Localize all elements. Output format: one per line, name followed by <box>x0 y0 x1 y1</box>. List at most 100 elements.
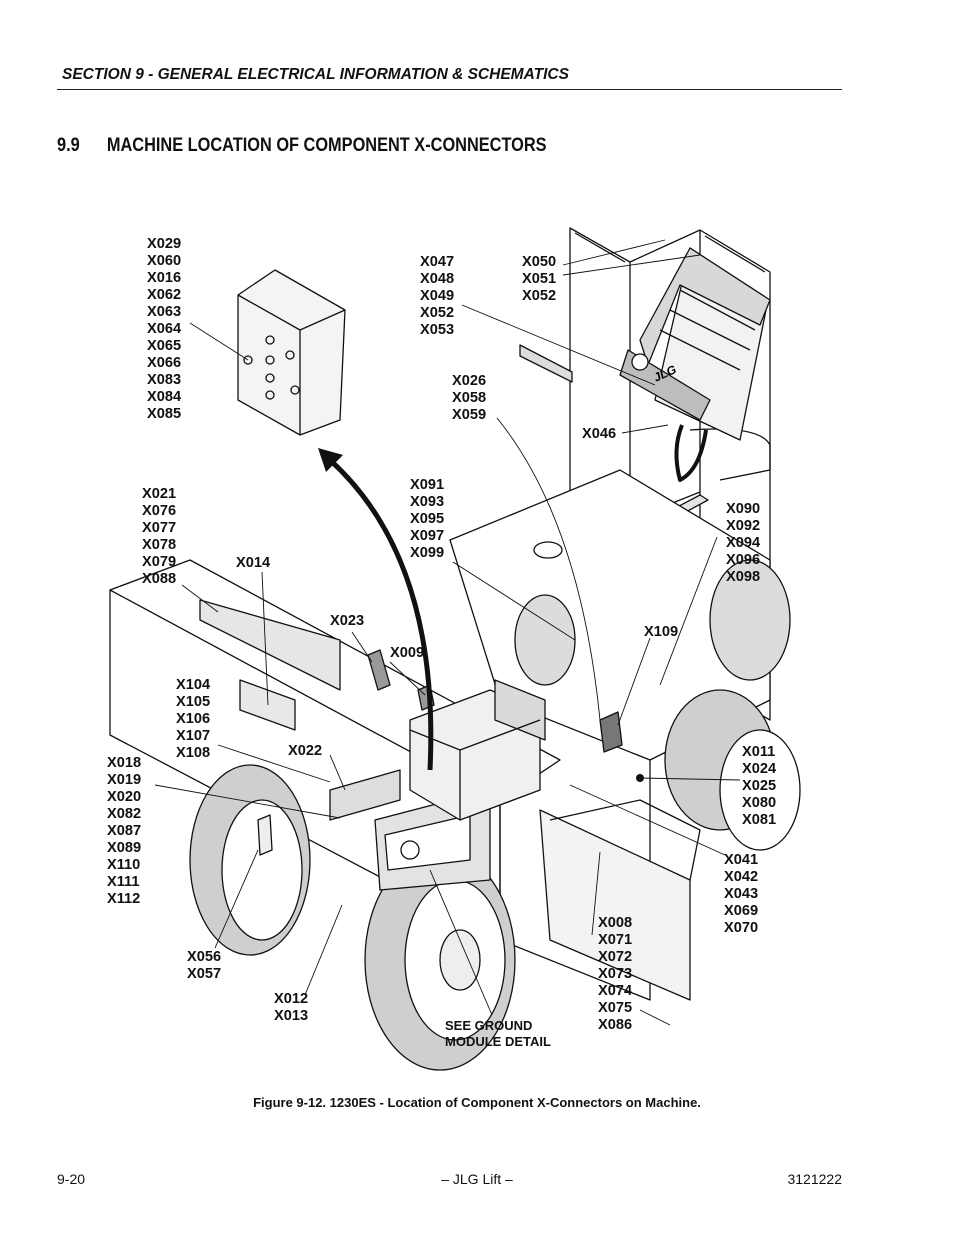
label-x014: X014 <box>236 555 270 572</box>
connector-label: X046 <box>582 426 617 442</box>
connector-label: X093 <box>410 494 445 510</box>
connector-label: X081 <box>742 812 777 828</box>
connector-label: X110 <box>107 857 141 873</box>
connector-label: X099 <box>410 545 445 561</box>
connector-label: X057 <box>187 966 222 982</box>
connector-label: X105 <box>176 694 211 710</box>
connector-label: X048 <box>420 271 455 287</box>
connector-label: X098 <box>726 569 761 585</box>
curved-arrow <box>328 458 434 771</box>
label-x046: X046 <box>582 426 616 443</box>
connector-label: X058 <box>452 390 487 406</box>
connector-label: X089 <box>107 840 142 856</box>
connector-label: X088 <box>142 571 177 587</box>
connector-label: X111 <box>107 874 140 890</box>
label-x022: X022 <box>288 743 322 760</box>
page-title: 9.9 MACHINE LOCATION OF COMPONENT X-CONNE… <box>57 135 547 157</box>
connector-label: X087 <box>107 823 142 839</box>
connector-label: X062 <box>147 287 182 303</box>
connector-label: X059 <box>452 407 487 423</box>
connector-label: X094 <box>726 535 761 551</box>
note-label: SEE GROUND <box>445 1018 533 1033</box>
connector-label: X008 <box>598 915 633 931</box>
connector-label: X074 <box>598 983 633 999</box>
page-number: 9-20 <box>57 1171 86 1187</box>
connector-label: X092 <box>726 518 761 534</box>
connector-label: X104 <box>176 677 211 693</box>
connector-label: X043 <box>724 886 759 902</box>
document-number: 3121222 <box>787 1171 842 1187</box>
connector-label: X041 <box>724 852 759 868</box>
connector-label: X112 <box>107 891 141 907</box>
connector-label: X083 <box>147 372 182 388</box>
header-rule <box>57 89 842 90</box>
connector-label: X066 <box>147 355 182 371</box>
connector-label: X079 <box>142 554 177 570</box>
connector-label: X025 <box>742 778 777 794</box>
section-title-text: MACHINE LOCATION OF COMPONENT X-CONNECTO… <box>106 135 547 156</box>
connector-label: X047 <box>420 254 455 270</box>
connector-label: X051 <box>522 271 557 287</box>
figure-caption: Figure 9-12. 1230ES - Location of Compon… <box>253 1095 701 1110</box>
connector-label: X070 <box>724 920 759 936</box>
connector-label: X106 <box>176 711 211 727</box>
connector-label: X014 <box>236 555 271 571</box>
connector-label: X050 <box>522 254 557 270</box>
connector-label: X056 <box>187 949 222 965</box>
label-x023: X023 <box>330 613 364 630</box>
connector-label: X086 <box>598 1017 633 1033</box>
connector-label: X009 <box>390 645 425 661</box>
connector-label: X026 <box>452 373 487 389</box>
connector-label: X042 <box>724 869 759 885</box>
connector-label: X073 <box>598 966 633 982</box>
connector-label: X060 <box>147 253 182 269</box>
connector-label: X021 <box>142 486 177 502</box>
connector-label: X091 <box>410 477 445 493</box>
connector-label: X085 <box>147 406 182 422</box>
arrow-head <box>318 448 343 472</box>
connector-label: X023 <box>330 613 365 629</box>
connector-label: X109 <box>644 624 679 640</box>
connector-marker <box>636 774 644 782</box>
connector-label: X096 <box>726 552 761 568</box>
connector-label: X082 <box>107 806 142 822</box>
leader-lines <box>154 239 741 1026</box>
connector-label: X024 <box>742 761 777 777</box>
connector-label: X084 <box>147 389 182 405</box>
connector-label: X077 <box>142 520 177 536</box>
section-header: SECTION 9 - GENERAL ELECTRICAL INFORMATI… <box>62 66 569 83</box>
connector-label: X069 <box>724 903 759 919</box>
connector-label: X052 <box>522 288 557 304</box>
section-number: 9.9 <box>57 135 80 156</box>
machine-outline <box>109 227 801 1071</box>
note-label: MODULE DETAIL <box>445 1033 551 1049</box>
connector-label: X080 <box>742 795 777 811</box>
connector-label: X053 <box>420 322 455 338</box>
connector-label: X108 <box>176 745 211 761</box>
connector-label: X013 <box>274 1008 309 1024</box>
connector-label: X063 <box>147 304 182 320</box>
connector-label: X011 <box>742 744 776 760</box>
connector-label: X072 <box>598 949 633 965</box>
connector-label: X090 <box>726 501 761 517</box>
label-x109: X109 <box>644 624 678 641</box>
connector-label: X052 <box>420 305 455 321</box>
label-x009: X009 <box>390 645 424 662</box>
connector-label: X065 <box>147 338 182 354</box>
connector-label: X020 <box>107 789 142 805</box>
connector-label: X075 <box>598 1000 633 1016</box>
connector-label: X097 <box>410 528 445 544</box>
connector-label: X022 <box>288 743 323 759</box>
